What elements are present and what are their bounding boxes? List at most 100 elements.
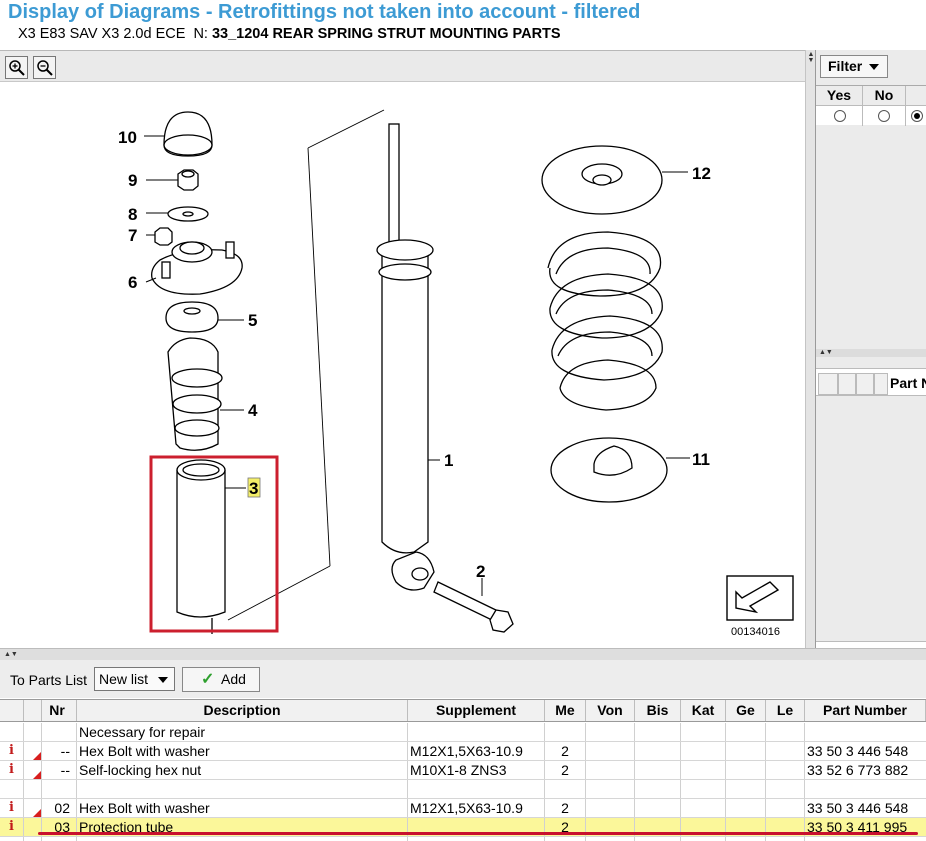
cell-le bbox=[766, 761, 805, 779]
column-nr[interactable]: Nr bbox=[42, 700, 77, 721]
chevron-down-icon bbox=[158, 677, 168, 683]
coil-spring-part[interactable] bbox=[547, 231, 663, 411]
filter-all-radio[interactable] bbox=[911, 110, 923, 122]
cell-nr bbox=[42, 780, 77, 798]
cell-le bbox=[766, 723, 805, 741]
flag-cell bbox=[24, 761, 42, 779]
shock-absorber-part[interactable] bbox=[381, 252, 429, 554]
cell-ge bbox=[726, 723, 766, 741]
bolt-part[interactable] bbox=[433, 581, 501, 623]
cell-ge bbox=[726, 837, 766, 841]
cell-ge bbox=[726, 780, 766, 798]
callout-7[interactable]: 7 bbox=[128, 226, 137, 245]
cell-kat bbox=[681, 780, 726, 798]
diagram-scrollbar[interactable]: ▲▼ bbox=[805, 50, 815, 648]
group-name: 33_1204 REAR SPRING STRUT MOUNTING PARTS bbox=[211, 26, 561, 42]
callout-10[interactable]: 10 bbox=[118, 128, 137, 147]
info-icon[interactable]: i bbox=[0, 818, 24, 836]
selected-part-highlight bbox=[149, 455, 279, 633]
table-row[interactable]: 04Additional damper bbox=[0, 837, 926, 841]
horizontal-splitter[interactable]: ▲▼ bbox=[0, 648, 926, 660]
callout-3[interactable]: 3 bbox=[249, 479, 258, 498]
parts-table: Nr Description Supplement Me Von Bis Kat… bbox=[0, 699, 926, 841]
pane-splitter[interactable]: ▲▼ bbox=[816, 349, 926, 357]
filter-options: Yes No bbox=[816, 85, 926, 126]
cell-kat bbox=[681, 742, 726, 760]
cell-me bbox=[545, 780, 586, 798]
column-kat[interactable]: Kat bbox=[681, 700, 726, 721]
parts-diagram[interactable]: 10 9 8 7 6 5 4 3 2 1 12 11 00134016 bbox=[0, 82, 809, 648]
cell-me: 2 bbox=[545, 799, 586, 817]
n-prefix: N: bbox=[193, 26, 208, 42]
column-part-number[interactable]: Part Number bbox=[805, 700, 926, 721]
callout-11[interactable]: 11 bbox=[692, 450, 710, 469]
hex-nut-part[interactable] bbox=[154, 227, 173, 246]
add-button[interactable]: ✓ Add bbox=[182, 667, 260, 692]
column-description[interactable]: Description bbox=[77, 700, 408, 721]
filter-pane: Filter Yes No ▲▼ Part N bbox=[815, 50, 926, 648]
piston-rod-part[interactable] bbox=[388, 123, 400, 243]
cell-ge bbox=[726, 742, 766, 760]
callout-12[interactable]: 12 bbox=[692, 164, 711, 183]
column-me[interactable]: Me bbox=[545, 700, 586, 721]
cell-von bbox=[586, 723, 635, 741]
cell-von bbox=[586, 818, 635, 836]
info-icon[interactable]: i bbox=[0, 742, 24, 760]
zoom-out-icon bbox=[37, 60, 53, 76]
strut-mount-part[interactable] bbox=[151, 249, 243, 295]
info-icon[interactable]: i bbox=[0, 761, 24, 779]
cell-me bbox=[545, 723, 586, 741]
cell-me: 2 bbox=[545, 818, 586, 836]
filter-yes-radio[interactable] bbox=[834, 110, 846, 122]
cell-supplement bbox=[408, 780, 545, 798]
cell-kat bbox=[681, 818, 726, 836]
filter-label: Filter bbox=[828, 58, 863, 74]
cell-le bbox=[766, 818, 805, 836]
column-von[interactable]: Von bbox=[586, 700, 635, 721]
cell-von bbox=[586, 799, 635, 817]
cell-nr: -- bbox=[42, 742, 77, 760]
callout-2[interactable]: 2 bbox=[476, 562, 485, 581]
callout-9[interactable]: 9 bbox=[128, 171, 137, 190]
column-le[interactable]: Le bbox=[766, 700, 805, 721]
callout-4[interactable]: 4 bbox=[248, 401, 258, 420]
note-flag-icon bbox=[33, 752, 41, 760]
column-bis[interactable]: Bis bbox=[635, 700, 681, 721]
selected-row-underline bbox=[38, 832, 918, 835]
protection-tube-part[interactable] bbox=[176, 470, 226, 618]
parts-list-value: New list bbox=[99, 671, 149, 687]
zoom-in-button[interactable] bbox=[5, 56, 28, 79]
filter-button[interactable]: Filter bbox=[820, 55, 888, 78]
table-row[interactable] bbox=[0, 780, 926, 799]
flag-cell bbox=[24, 723, 42, 741]
callout-8[interactable]: 8 bbox=[128, 205, 137, 224]
filter-no-radio[interactable] bbox=[878, 110, 890, 122]
cell-ge bbox=[726, 818, 766, 836]
support-disc-part[interactable] bbox=[165, 301, 219, 333]
filter-all-header bbox=[906, 86, 926, 106]
cell-supplement: M12X1,5X63-10.9 bbox=[408, 799, 545, 817]
flag-cell bbox=[24, 818, 42, 836]
callout-6[interactable]: 6 bbox=[128, 273, 137, 292]
info-icon[interactable] bbox=[0, 780, 24, 798]
callout-1[interactable]: 1 bbox=[444, 451, 453, 470]
zoom-out-button[interactable] bbox=[33, 56, 56, 79]
checkmark-icon: ✓ bbox=[201, 671, 215, 688]
cell-nr: 02 bbox=[42, 799, 77, 817]
info-icon[interactable] bbox=[0, 723, 24, 741]
cell-nr: 03 bbox=[42, 818, 77, 836]
column-ge[interactable]: Ge bbox=[726, 700, 766, 721]
table-row[interactable]: Necessary for repair bbox=[0, 723, 926, 742]
parts-list-select[interactable]: New list bbox=[94, 667, 175, 691]
info-icon[interactable] bbox=[0, 837, 24, 841]
info-icon[interactable]: i bbox=[0, 799, 24, 817]
callout-5[interactable]: 5 bbox=[248, 311, 257, 330]
column-supplement[interactable]: Supplement bbox=[408, 700, 545, 721]
cell-part-number bbox=[805, 780, 926, 798]
zoom-in-icon bbox=[9, 60, 25, 76]
cell-von bbox=[586, 837, 635, 841]
note-flag-icon bbox=[33, 809, 41, 817]
